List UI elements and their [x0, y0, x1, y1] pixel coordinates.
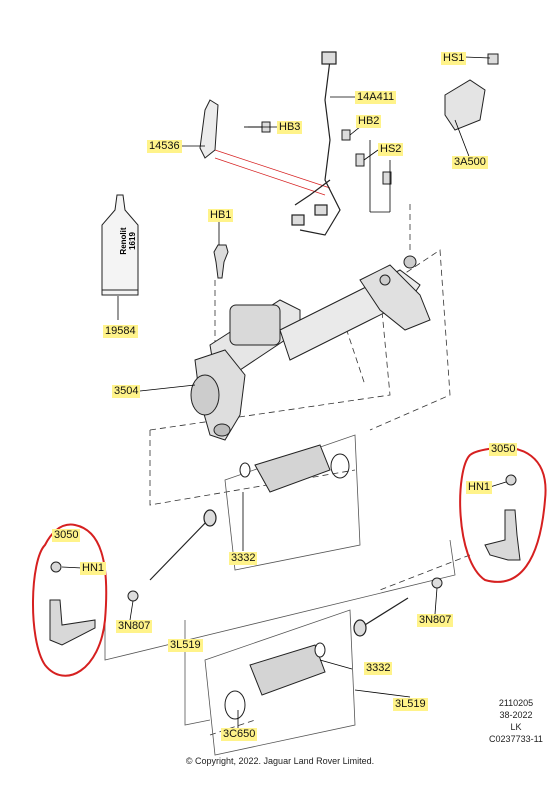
tube-label: Renolit 1619	[119, 227, 137, 255]
callout-hs2: HS2	[378, 143, 404, 156]
callout-hn1-right: HN1	[466, 481, 493, 494]
callout-3c650: 3C650	[221, 728, 258, 741]
steering-rack-gear	[190, 255, 431, 441]
callout-3l519-right: 3L519	[393, 698, 428, 711]
boot-upper	[239, 444, 350, 493]
info-line-1: 2110205	[498, 698, 534, 708]
info-line-4: C0237733-11	[489, 734, 543, 744]
callout-3l519-left: 3L519	[168, 639, 203, 652]
callout-3n807-right: 3N807	[417, 614, 454, 627]
callout-14a411: 14A411	[355, 91, 397, 104]
callout-14536: 14536	[147, 140, 182, 153]
bracket-14536	[199, 99, 219, 159]
bolts	[213, 53, 499, 279]
callout-3n807-left: 3N807	[116, 620, 153, 633]
tie-rod-end-right	[484, 474, 521, 561]
copyright-text: © Copyright, 2022. Jaguar Land Rover Lim…	[185, 756, 375, 766]
callout-3a500: 3A500	[452, 156, 488, 169]
wiring-harness	[291, 51, 341, 236]
callout-3504: 3504	[112, 385, 141, 398]
callout-hb3: HB3	[277, 121, 303, 134]
tie-rod-end-left	[49, 561, 96, 646]
boot-lower	[224, 642, 326, 720]
red-leader-lines	[214, 149, 331, 196]
callout-hn1-left: HN1	[80, 562, 107, 575]
grease-tube-19584	[101, 194, 139, 296]
info-line-3: LK	[510, 722, 522, 732]
black-leader-lines	[61, 56, 507, 728]
callout-hb2: HB2	[356, 115, 382, 128]
mount-3a500	[444, 79, 486, 131]
callout-19584: 19584	[103, 325, 138, 338]
info-block: 2110205 38-2022 LK C0237733-11	[486, 697, 546, 745]
tie-rods	[149, 509, 409, 637]
nuts-3n807	[127, 577, 443, 602]
callout-hs1: HS1	[441, 52, 467, 65]
callout-3332-lower: 3332	[364, 662, 393, 675]
callout-3332-upper: 3332	[229, 552, 258, 565]
info-line-2: 38-2022	[499, 710, 533, 720]
callout-3050-right: 3050	[489, 443, 518, 456]
callout-hb1: HB1	[208, 209, 234, 222]
callout-3050-left: 3050	[52, 529, 81, 542]
